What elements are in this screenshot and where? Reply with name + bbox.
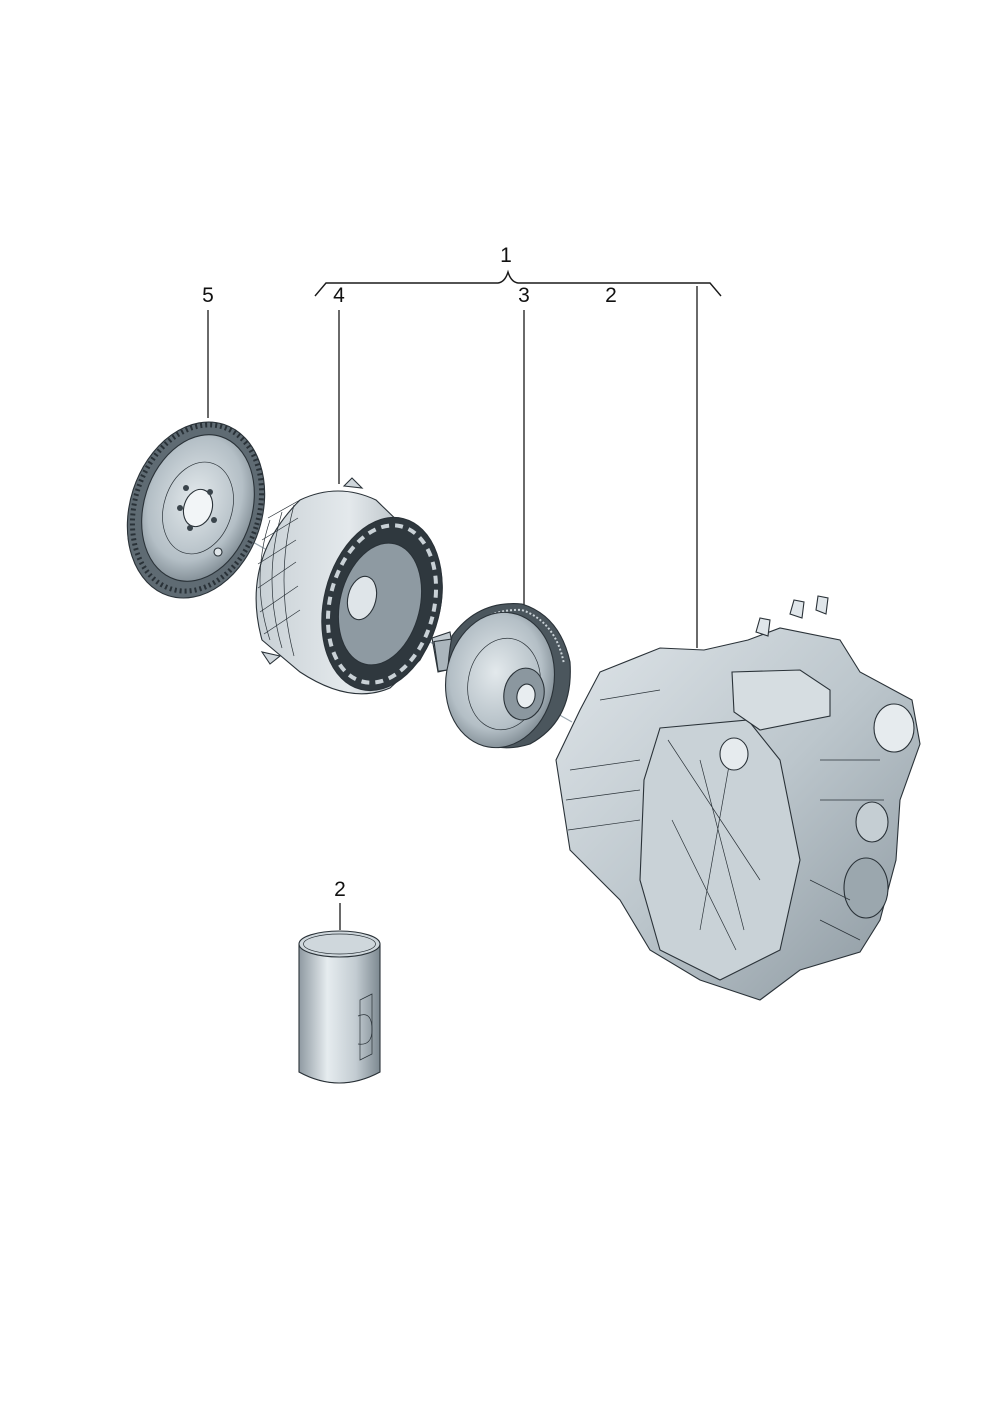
callout-3: 3 [518, 284, 530, 307]
callout-2-top: 2 [605, 284, 617, 307]
flywheel [126, 421, 266, 599]
clutch-assembly [431, 603, 571, 749]
callout-2-bottom: 2 [334, 878, 346, 901]
gearbox [555, 595, 921, 1001]
callout-5: 5 [202, 284, 214, 307]
callout-4: 4 [333, 284, 345, 307]
group-brace [314, 269, 722, 297]
electric-motor [255, 477, 443, 695]
callout-1: 1 [500, 244, 512, 267]
oil-can [298, 930, 381, 1084]
